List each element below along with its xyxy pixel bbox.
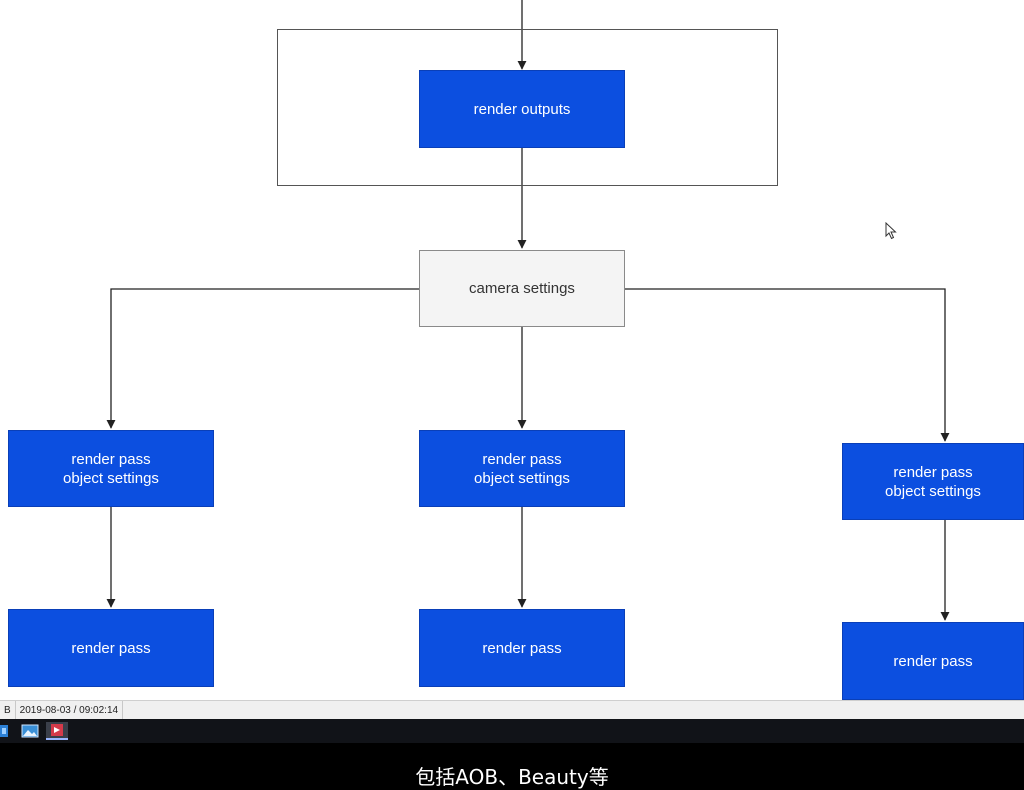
node-render-pass-right[interactable]: render pass xyxy=(842,622,1024,700)
edge-camera-to-right-settings xyxy=(625,288,950,442)
mouse-cursor-icon xyxy=(885,222,897,240)
diagram-edges xyxy=(106,0,950,621)
node-render-outputs[interactable]: render outputs xyxy=(419,70,625,148)
status-segment-left: B xyxy=(0,701,16,719)
taskbar xyxy=(0,719,1024,743)
node-camera-settings[interactable]: camera settings xyxy=(419,250,625,327)
image-viewer-icon[interactable] xyxy=(19,722,41,740)
status-bar: B 2019-08-03 / 09:02:14 xyxy=(0,700,1024,719)
render-outputs-group-frame xyxy=(277,29,778,186)
diagram-canvas: render outputs camera settings render pa… xyxy=(8,0,1024,700)
app-icon[interactable] xyxy=(0,722,10,740)
node-render-pass-center[interactable]: render pass xyxy=(419,609,625,687)
node-render-pass-object-settings-left[interactable]: render pass object settings xyxy=(8,430,214,507)
edge-camera-to-left-settings xyxy=(106,288,419,429)
media-player-icon[interactable] xyxy=(46,722,68,740)
node-render-pass-left[interactable]: render pass xyxy=(8,609,214,687)
video-subtitle: 包括AOB、Beauty等 xyxy=(415,765,609,789)
node-render-pass-object-settings-right[interactable]: render pass object settings xyxy=(842,443,1024,520)
subtitle-band xyxy=(0,743,1024,790)
node-render-pass-object-settings-center[interactable]: render pass object settings xyxy=(419,430,625,507)
status-timestamp: 2019-08-03 / 09:02:14 xyxy=(16,701,124,719)
